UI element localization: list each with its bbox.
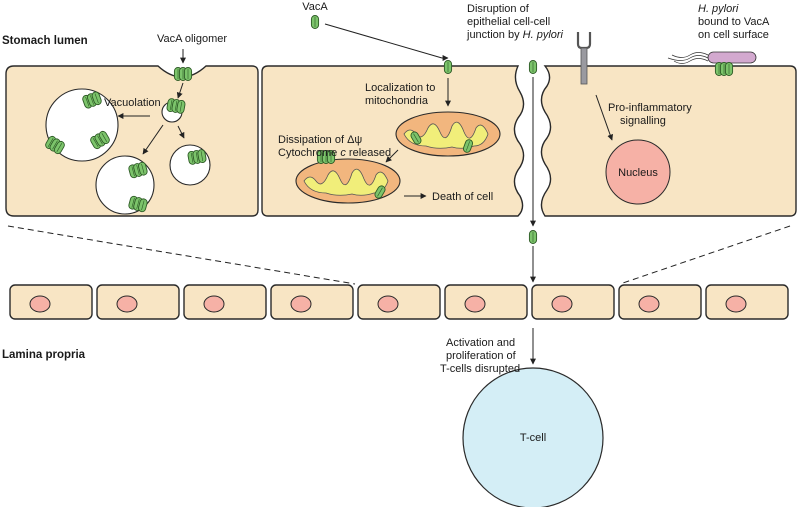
vaca-toxin-icon [528, 230, 538, 244]
lamina-propria-label: Lamina propria [2, 349, 86, 361]
vacuolation-label: Vacuolation [104, 97, 161, 109]
disruption-label-line2: epithelial cell-cell [467, 16, 550, 28]
bacterium-icon [667, 51, 757, 76]
vaca-oligomer-icon [174, 68, 191, 81]
proinflammatory-label-line2: signalling [620, 115, 666, 127]
t-cell [462, 367, 604, 507]
disruption-label-line3: junction by H. pylori [466, 29, 564, 41]
vaca-label: VacA [302, 1, 328, 13]
hpylori-label-line1: H. pylori [698, 3, 739, 15]
vaca-toxin-icon [528, 60, 538, 74]
cell-nucleus [540, 32, 797, 217]
cell-vacuolation [5, 49, 259, 217]
hpylori-label-line3: on cell surface [698, 29, 769, 41]
localization-label-line1: Localization to [365, 82, 435, 94]
t-cell-label: T-cell [520, 432, 546, 444]
cell-mitochondria [261, 65, 525, 217]
receptor-icon [576, 32, 592, 85]
mitochondrion-upper [395, 111, 501, 157]
activation-label-line2: proliferation of [446, 350, 517, 362]
mitochondrion-lower [295, 151, 401, 204]
epithelial-layer [9, 284, 789, 320]
localization-label-line2: mitochondria [365, 95, 429, 107]
vaca-oligomer-icon [187, 149, 206, 165]
vaca-oligomer-label: VacA oligomer [157, 33, 227, 45]
vaca-oligomer-icon [166, 98, 185, 114]
activation-label-line1: Activation and [446, 337, 515, 349]
proinflammatory-label-line1: Pro-inflammatory [608, 102, 692, 114]
nucleus [605, 139, 671, 205]
vaca-toxin-icon [310, 15, 320, 29]
dissipation-label-line1: Dissipation of Δψ [278, 134, 362, 146]
disruption-label-line1: Disruption of [467, 3, 530, 15]
activation-label-line3: T-cells disrupted [440, 363, 520, 375]
hpylori-label-line2: bound to VacA [698, 16, 770, 28]
death-of-cell-label: Death of cell [432, 191, 493, 203]
nucleus-label: Nucleus [618, 167, 658, 179]
stomach-lumen-label: Stomach lumen [2, 35, 88, 47]
vaca-toxin-icon [443, 60, 453, 74]
dissipation-label-line2: Cytochrome c released [278, 147, 391, 159]
